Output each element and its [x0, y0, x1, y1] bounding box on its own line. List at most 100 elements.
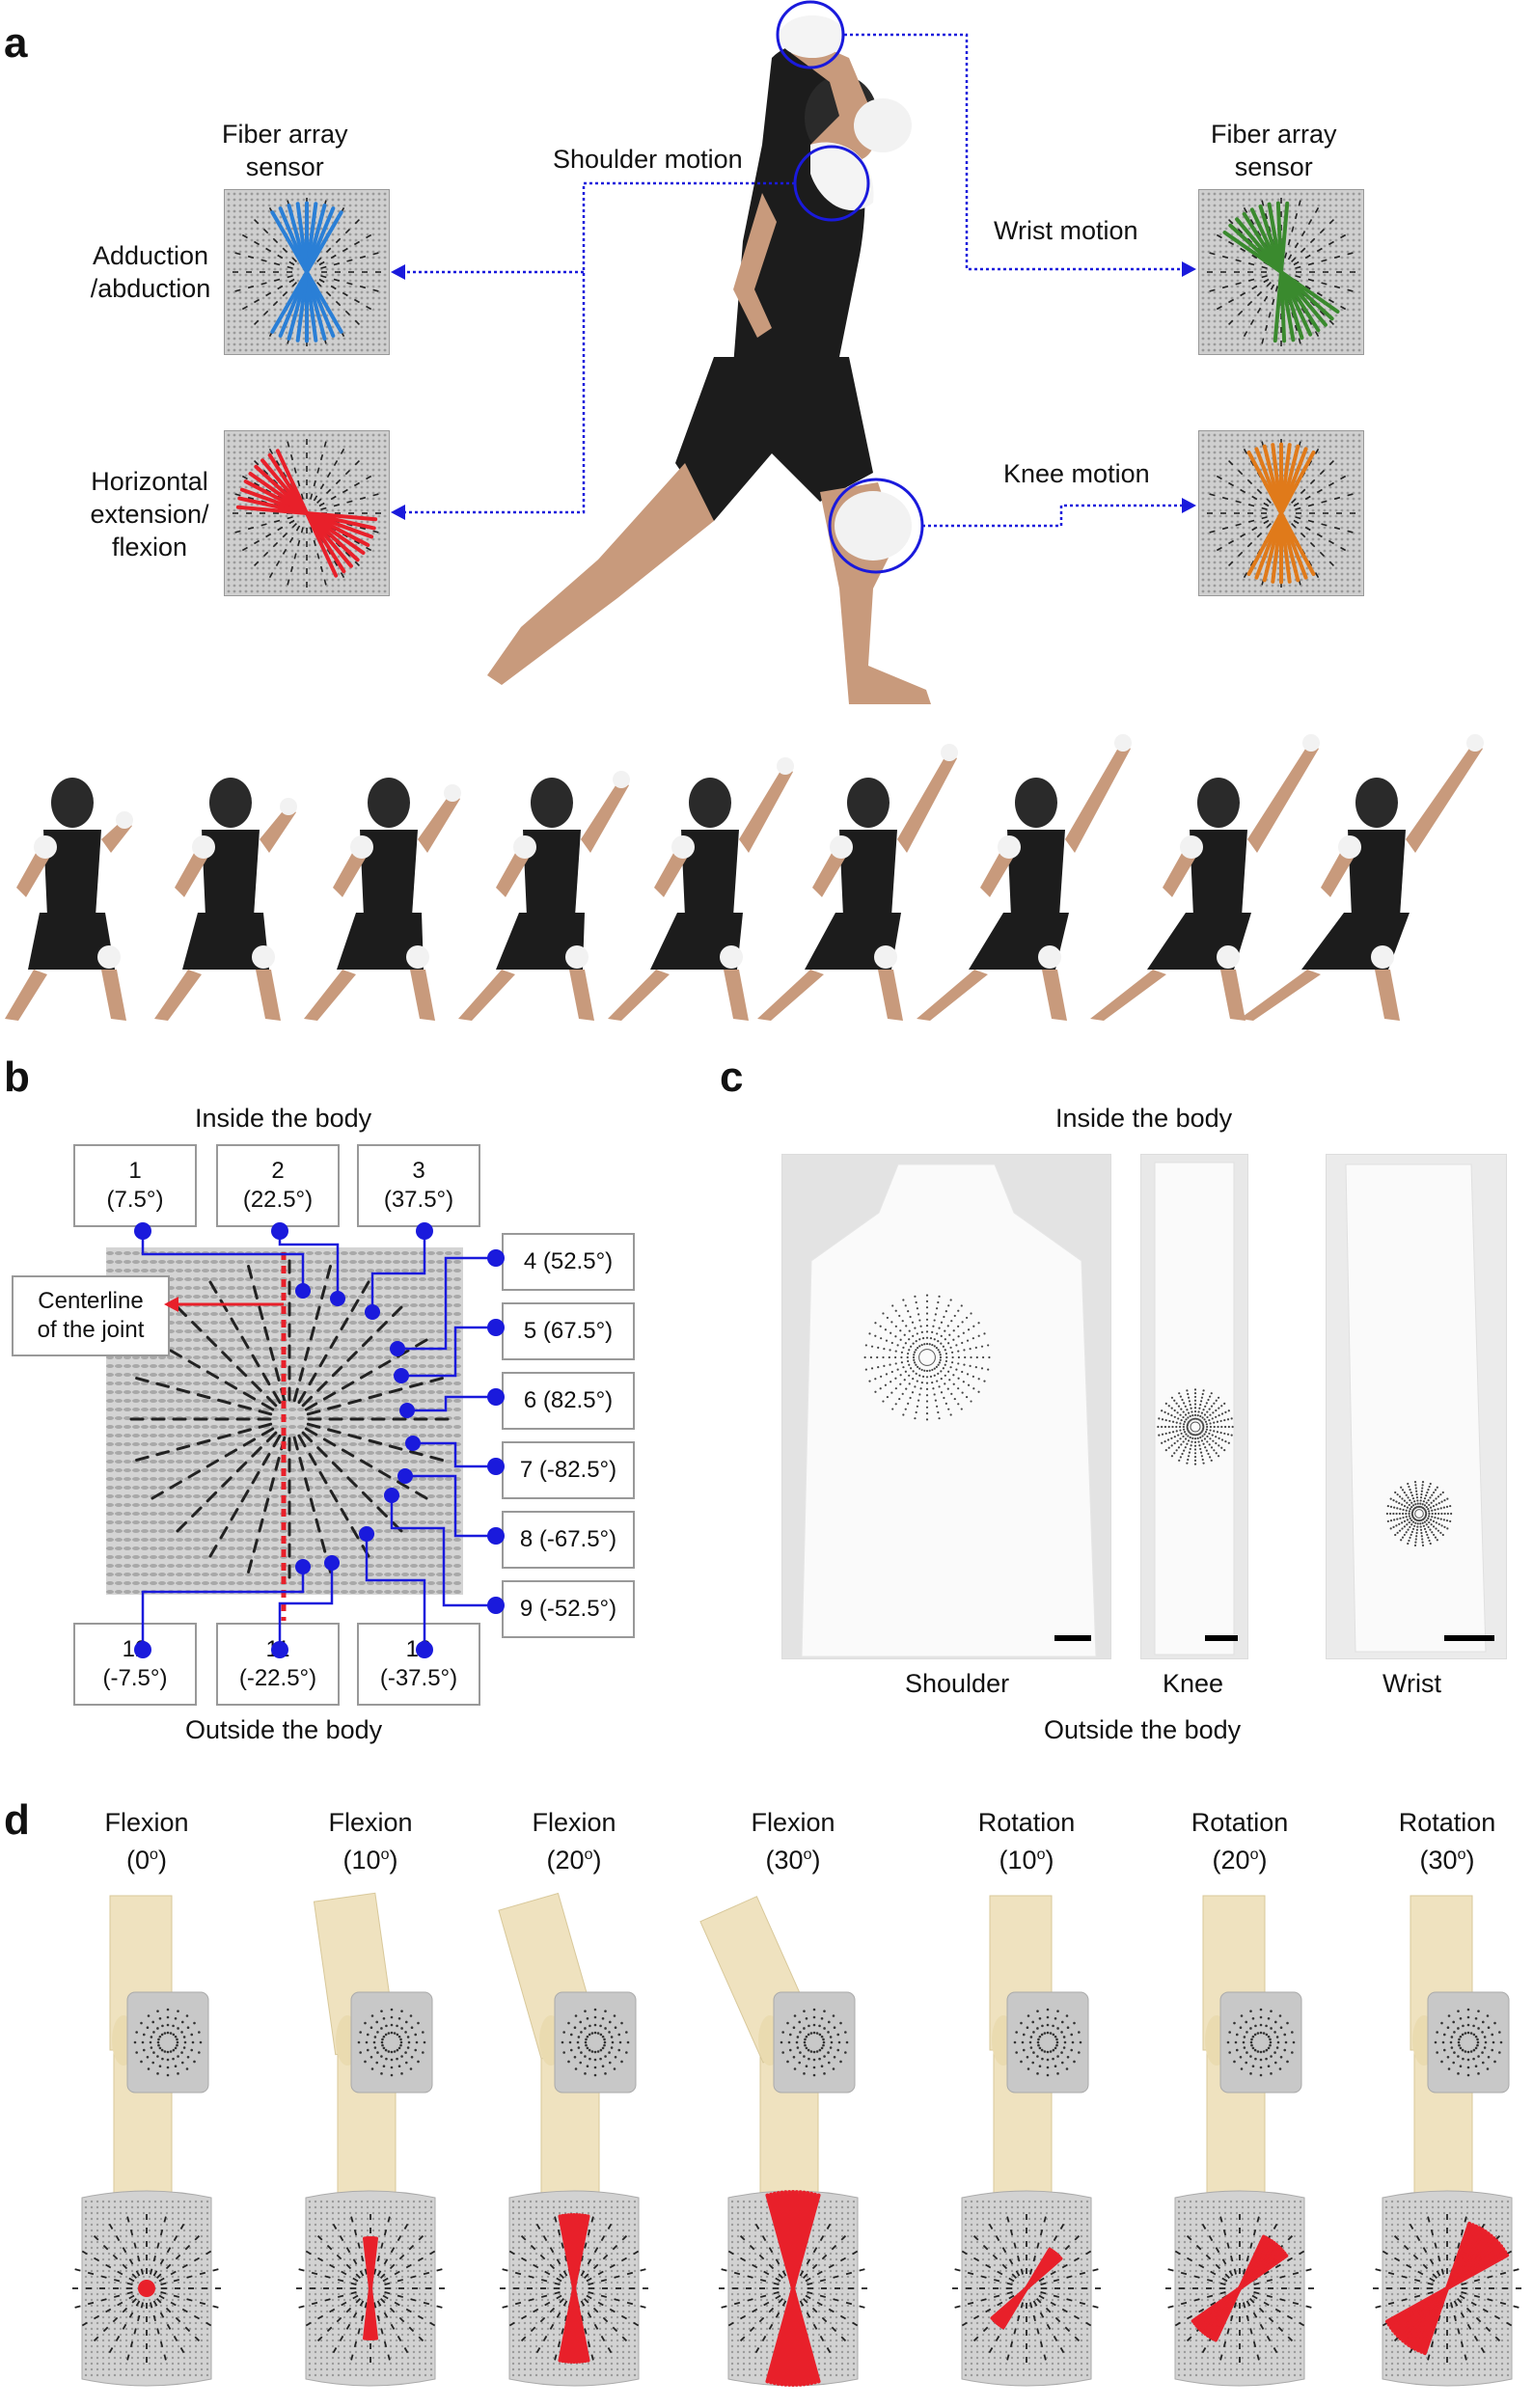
- box-9: 9 (-52.5°): [502, 1580, 635, 1638]
- box-12-angle: (-7.5°): [102, 1665, 168, 1691]
- photo-knee: [1140, 1154, 1248, 1659]
- box-8: 8 (-67.5°): [502, 1511, 635, 1569]
- box-1-angle: (7.5°): [106, 1187, 164, 1213]
- knee-motion-label: Knee motion: [1003, 459, 1150, 488]
- d-joint-model-1: [109, 1895, 209, 2205]
- centerline-line2: of the joint: [37, 1317, 145, 1343]
- sensor-knee: [1198, 430, 1364, 596]
- sequence-figure: [5, 778, 133, 1021]
- box-10-angle: (-37.5°): [379, 1665, 458, 1691]
- wrist-circle: [776, 0, 845, 69]
- centerline-arrow-head: [164, 1297, 178, 1312]
- sensor-title-right-line2: sensor: [1234, 152, 1313, 181]
- d-col-title-5: Rotation (10o): [949, 1806, 1104, 1876]
- box-10: 10(-37.5°): [357, 1623, 480, 1706]
- shoulder-motion-label: Shoulder motion: [553, 145, 743, 174]
- c-label-shoulder: Shoulder: [905, 1669, 1010, 1698]
- arrow-horizontal: [391, 505, 405, 520]
- horizontal-line2: extension/: [90, 500, 209, 529]
- d-sensor-cylinder-2: [296, 2190, 445, 2387]
- sensor-title-left: Fiber array sensor: [222, 118, 348, 183]
- c-label-knee: Knee: [1163, 1669, 1224, 1698]
- d-col-title-text: Rotation: [1191, 1808, 1289, 1837]
- d-sensor-cylinder-4: [719, 2190, 867, 2387]
- knee-circle: [828, 478, 924, 574]
- d-col-title-2: Flexion(10o): [293, 1806, 448, 1876]
- box-11: 11(-22.5°): [216, 1623, 340, 1706]
- panel-letter-a: a: [4, 19, 28, 67]
- sensor-knee-fibers: [1201, 433, 1361, 593]
- wrist-motion-label: Wrist motion: [994, 216, 1138, 245]
- sensor-adduction-fibers: [227, 192, 387, 352]
- sequence-figure: [154, 778, 297, 1021]
- b-inside-label: Inside the body: [195, 1104, 372, 1133]
- horizontal-label: Horizontal extension/ flexion: [68, 465, 232, 563]
- sequence-figure: [608, 757, 794, 1021]
- box-3-angle: (37.5°): [383, 1187, 454, 1213]
- d-joint-model-6: [1202, 1895, 1302, 2205]
- horizontal-line1: Horizontal: [91, 467, 208, 496]
- d-col-title-text: Rotation: [977, 1808, 1076, 1837]
- d-col-title-3: Flexion(20o): [497, 1806, 651, 1876]
- centerline-line1: Centerline: [38, 1288, 144, 1314]
- b-connectors: [134, 1222, 505, 1658]
- d-col-angle: (20o): [1212, 1846, 1268, 1874]
- d-joint-model-2: [313, 1892, 433, 2205]
- photo-wrist: [1326, 1154, 1507, 1659]
- d-col-angle: (20o): [546, 1846, 602, 1874]
- arrow-adduction: [391, 264, 405, 280]
- d-col-title-text: Flexion: [751, 1808, 835, 1837]
- wrist-guide-line: [844, 33, 1182, 271]
- sensor-wrist: [1198, 189, 1364, 355]
- c-outside-label: Outside the body: [1044, 1715, 1242, 1744]
- d-col-title-1: Flexion (0o): [69, 1806, 224, 1876]
- knee-garment: [1154, 1162, 1235, 1656]
- sequence-figure: [458, 771, 630, 1021]
- arrow-wrist: [1182, 261, 1196, 277]
- d-col-title-text: Rotation: [1398, 1808, 1496, 1837]
- sensor-title-left-line1: Fiber array: [222, 120, 348, 149]
- sequence-figure: [1240, 734, 1484, 1021]
- d-col-angle: (10o): [342, 1846, 398, 1874]
- panel-letter-d: d: [4, 1796, 30, 1844]
- d-col-angle: (0o): [126, 1846, 167, 1874]
- box-1-num: 1: [128, 1158, 142, 1184]
- box-2-angle: (22.5°): [242, 1187, 314, 1213]
- sensor-title-left-line2: sensor: [245, 152, 324, 181]
- d-joint-model-4: [699, 1896, 856, 2205]
- box-6: 6 (82.5°): [502, 1372, 635, 1430]
- shoulder-guide-line: [405, 181, 795, 514]
- sequence-figure: [1090, 734, 1320, 1021]
- sensor-adduction: [224, 189, 390, 355]
- panel-letter-c: c: [720, 1054, 744, 1101]
- box-2-num: 2: [271, 1158, 285, 1184]
- d-sensor-cylinder-6: [1165, 2190, 1314, 2387]
- d-col-angle: (10o): [999, 1846, 1054, 1874]
- box-7: 7 (-82.5°): [502, 1441, 635, 1499]
- d-sensor-cylinder-1: [72, 2190, 221, 2387]
- sensor-title-right-line1: Fiber array: [1211, 120, 1337, 149]
- b-outside-label: Outside the body: [185, 1715, 383, 1744]
- sequence-figure: [917, 734, 1132, 1021]
- scalebar-knee: [1205, 1635, 1238, 1641]
- sequence-figure: [757, 744, 958, 1021]
- box-12: 12(-7.5°): [73, 1623, 197, 1706]
- d-col-title-text: Flexion: [104, 1808, 189, 1837]
- sensor-horizontal: [224, 430, 390, 596]
- d-sensor-cylinder-3: [500, 2190, 648, 2387]
- d-col-angle: (30o): [765, 1846, 821, 1874]
- scalebar-shoulder: [1054, 1635, 1091, 1641]
- box-1: 1 (7.5°): [73, 1144, 197, 1227]
- sensor-title-right: Fiber array sensor: [1211, 118, 1337, 183]
- d-col-title-6: Rotation (20o): [1163, 1806, 1317, 1876]
- sequence-figure: [304, 778, 461, 1021]
- sensor-wrist-fibers: [1201, 192, 1361, 352]
- d-joint-model-3: [498, 1892, 637, 2205]
- panel-letter-b: b: [4, 1054, 30, 1101]
- d-col-title-7: Rotation(30o): [1370, 1806, 1524, 1876]
- scalebar-wrist: [1444, 1635, 1494, 1641]
- shoulder-circle: [793, 145, 870, 222]
- box-5: 5 (67.5°): [502, 1302, 635, 1360]
- d-sensor-cylinder-7: [1373, 2190, 1521, 2387]
- athlete-main-figure: [487, 15, 931, 704]
